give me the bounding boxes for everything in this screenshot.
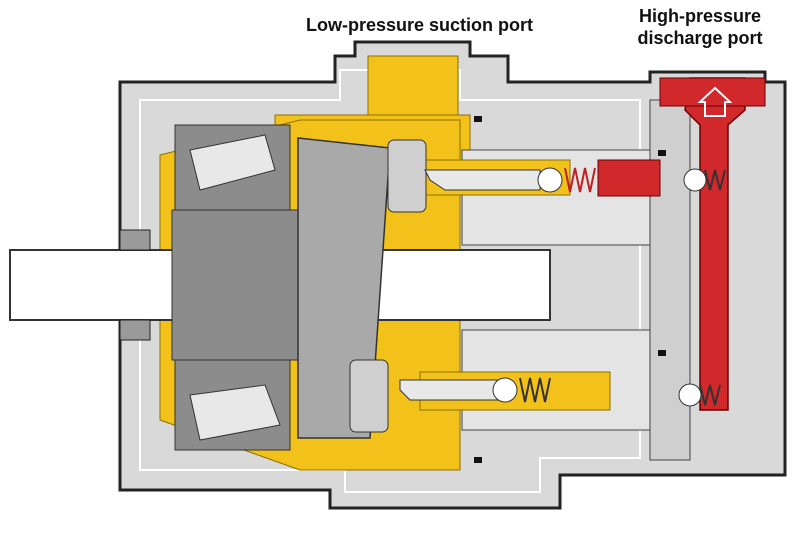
upper-piston [424, 169, 541, 191]
shaft-seal-upper [119, 229, 151, 251]
suction-port-channel [367, 55, 459, 119]
suction-port-label: Low-pressure suction port [306, 15, 534, 35]
shaft-seal-lower [119, 319, 151, 341]
lower-roller-bearing [189, 384, 281, 441]
lower-discharge-spring [699, 384, 721, 406]
discharge-port-label-line2: discharge port [637, 28, 763, 48]
upper-discharge-chamber [597, 159, 661, 197]
discharge-port-label-line1: High-pressure [638, 6, 762, 26]
upper-discharge-spring [704, 169, 726, 191]
upper-roller-bearing [189, 134, 276, 191]
discharge-arrow-icon [697, 86, 733, 117]
seal-3 [658, 150, 666, 156]
rotor-body [171, 209, 303, 361]
discharge-port-label: High-pressure discharge port [600, 5, 800, 49]
upper-check-ball [537, 167, 563, 193]
lower-piston [399, 379, 501, 401]
upper-discharge-check-ball [683, 168, 707, 192]
lower-piston-spring [519, 377, 551, 403]
seal-2 [474, 457, 482, 463]
lower-check-ball [492, 377, 518, 403]
lower-discharge-check-ball [678, 383, 702, 407]
seal-1 [474, 116, 482, 122]
discharge-port-block [659, 77, 766, 107]
upper-piston-shoe [387, 139, 427, 213]
seal-4 [658, 350, 666, 356]
lower-piston-shoe [349, 359, 389, 433]
upper-piston-spring [564, 167, 596, 193]
cylinder-block-right [649, 99, 691, 461]
